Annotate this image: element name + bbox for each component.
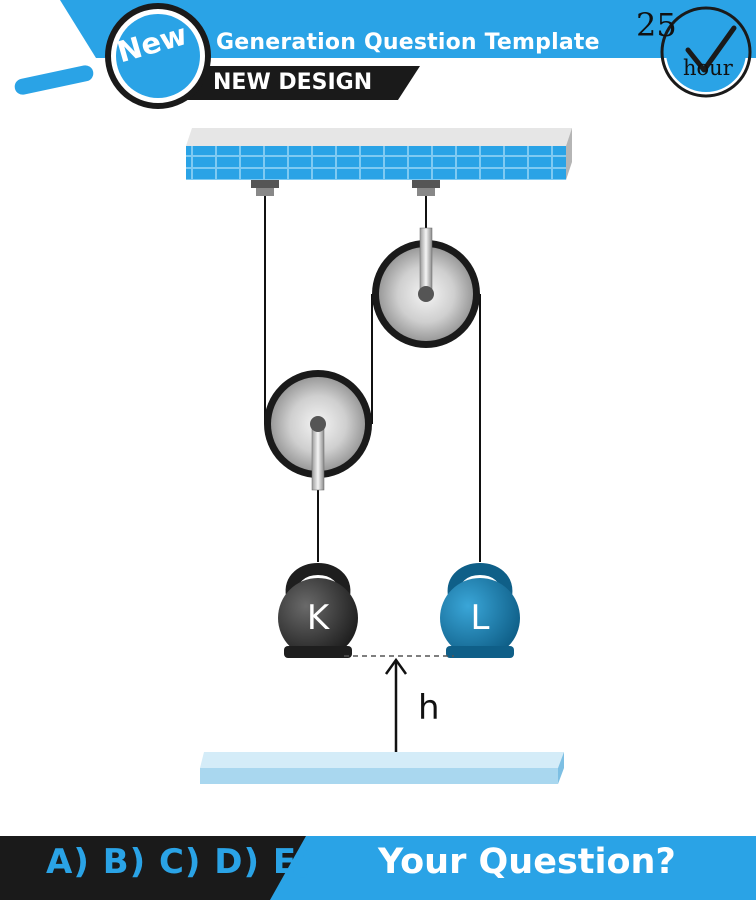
- clock-icon: [660, 6, 752, 98]
- fixed-pulley: [372, 227, 480, 348]
- magnifier-icon: [14, 3, 211, 109]
- ceiling-hook-left: [251, 180, 279, 196]
- template-title: Generation Question Template: [216, 30, 600, 55]
- ceiling-hook-right: [412, 180, 440, 196]
- weight-k-label: K: [306, 598, 330, 638]
- clock-unit-label: hour: [683, 56, 733, 80]
- weight-l-label: L: [470, 598, 490, 638]
- height-arrow: [384, 657, 408, 771]
- template-subtitle: NEW DESIGN: [213, 70, 373, 95]
- movable-pulley: [264, 370, 372, 491]
- height-label: h: [418, 688, 440, 728]
- weight-l: [440, 563, 520, 658]
- header-band: [60, 0, 756, 100]
- ground-plate: [200, 752, 564, 784]
- footer-band: [0, 836, 756, 900]
- answer-options: A) B) C) D) E): [46, 842, 314, 882]
- clock-number: 25: [636, 6, 677, 44]
- ceiling-beam: [186, 128, 572, 180]
- weight-k: [278, 563, 358, 658]
- question-prompt: Your Question?: [378, 842, 676, 882]
- rope: [264, 196, 481, 562]
